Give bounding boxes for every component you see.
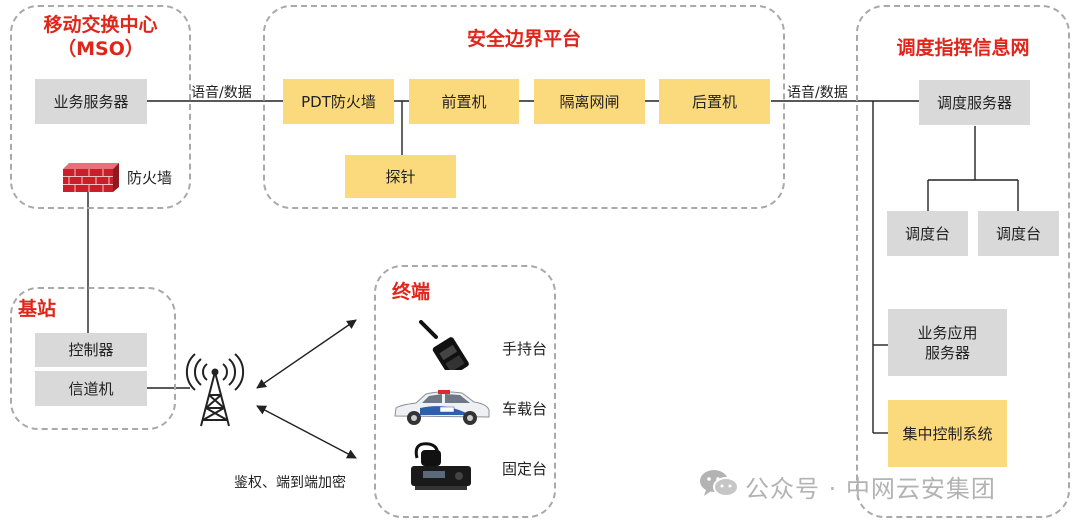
auth-encryption-label: 鉴权、端到端加密: [234, 475, 346, 491]
security-platform-group: [263, 5, 785, 209]
voice-data-left-label: 语音/数据: [191, 85, 252, 101]
terminal-group: [374, 265, 556, 518]
arrow-handheld: [256, 319, 357, 389]
police-car-icon: [394, 390, 490, 425]
central-control-box[interactable]: 集中控制系统: [888, 400, 1007, 467]
mso-title: 移动交换中心 （MSO）: [15, 13, 186, 61]
mso-group: [10, 5, 191, 209]
rear-machine-box[interactable]: 后置机: [659, 79, 770, 124]
app-server-line2: 服务器: [924, 343, 970, 362]
mso-title-line1: 移动交换中心: [43, 14, 158, 36]
mso-title-line2: （MSO）: [57, 38, 144, 60]
vehicle-label: 车载台: [502, 400, 548, 418]
app-server-line1: 业务应用: [917, 323, 978, 342]
controller-box[interactable]: 控制器: [35, 333, 147, 367]
dispatch-network-title: 调度指挥信息网: [896, 37, 1030, 59]
terminal-title: 终端: [392, 281, 431, 303]
dispatch-server-box[interactable]: 调度服务器: [919, 80, 1030, 125]
channel-machine-box[interactable]: 信道机: [35, 371, 147, 406]
firewall-icon: [63, 163, 119, 192]
firewall-label: 防火墙: [127, 169, 173, 187]
base-station-title: 基站: [18, 298, 57, 320]
isolation-gate-box[interactable]: 隔离网闸: [534, 79, 645, 124]
handheld-radio-icon: [419, 320, 469, 370]
voice-data-right-label: 语音/数据: [787, 85, 848, 101]
handheld-label: 手持台: [502, 340, 548, 358]
app-server-box[interactable]: 业务应用 服务器: [888, 309, 1007, 376]
pdt-firewall-box[interactable]: PDT防火墙: [283, 79, 394, 124]
fixed-label: 固定台: [502, 460, 548, 478]
dispatch-console-1-box[interactable]: 调度台: [887, 211, 968, 256]
dispatch-console-2-box[interactable]: 调度台: [978, 211, 1059, 256]
fixed-radio-icon: [411, 442, 471, 490]
arrow-fixed: [256, 405, 357, 459]
wechat-icon: [700, 470, 739, 497]
business-server-box[interactable]: 业务服务器: [35, 79, 147, 124]
dispatch-network-group: [856, 5, 1070, 518]
watermark-text: 公众号 · 中网云安集团: [745, 475, 996, 503]
security-platform-title: 安全边界平台: [466, 28, 581, 50]
base-station-group: [10, 287, 176, 430]
probe-box[interactable]: 探针: [345, 155, 456, 198]
antenna-tower-icon: [185, 353, 245, 427]
front-machine-box[interactable]: 前置机: [409, 79, 519, 124]
